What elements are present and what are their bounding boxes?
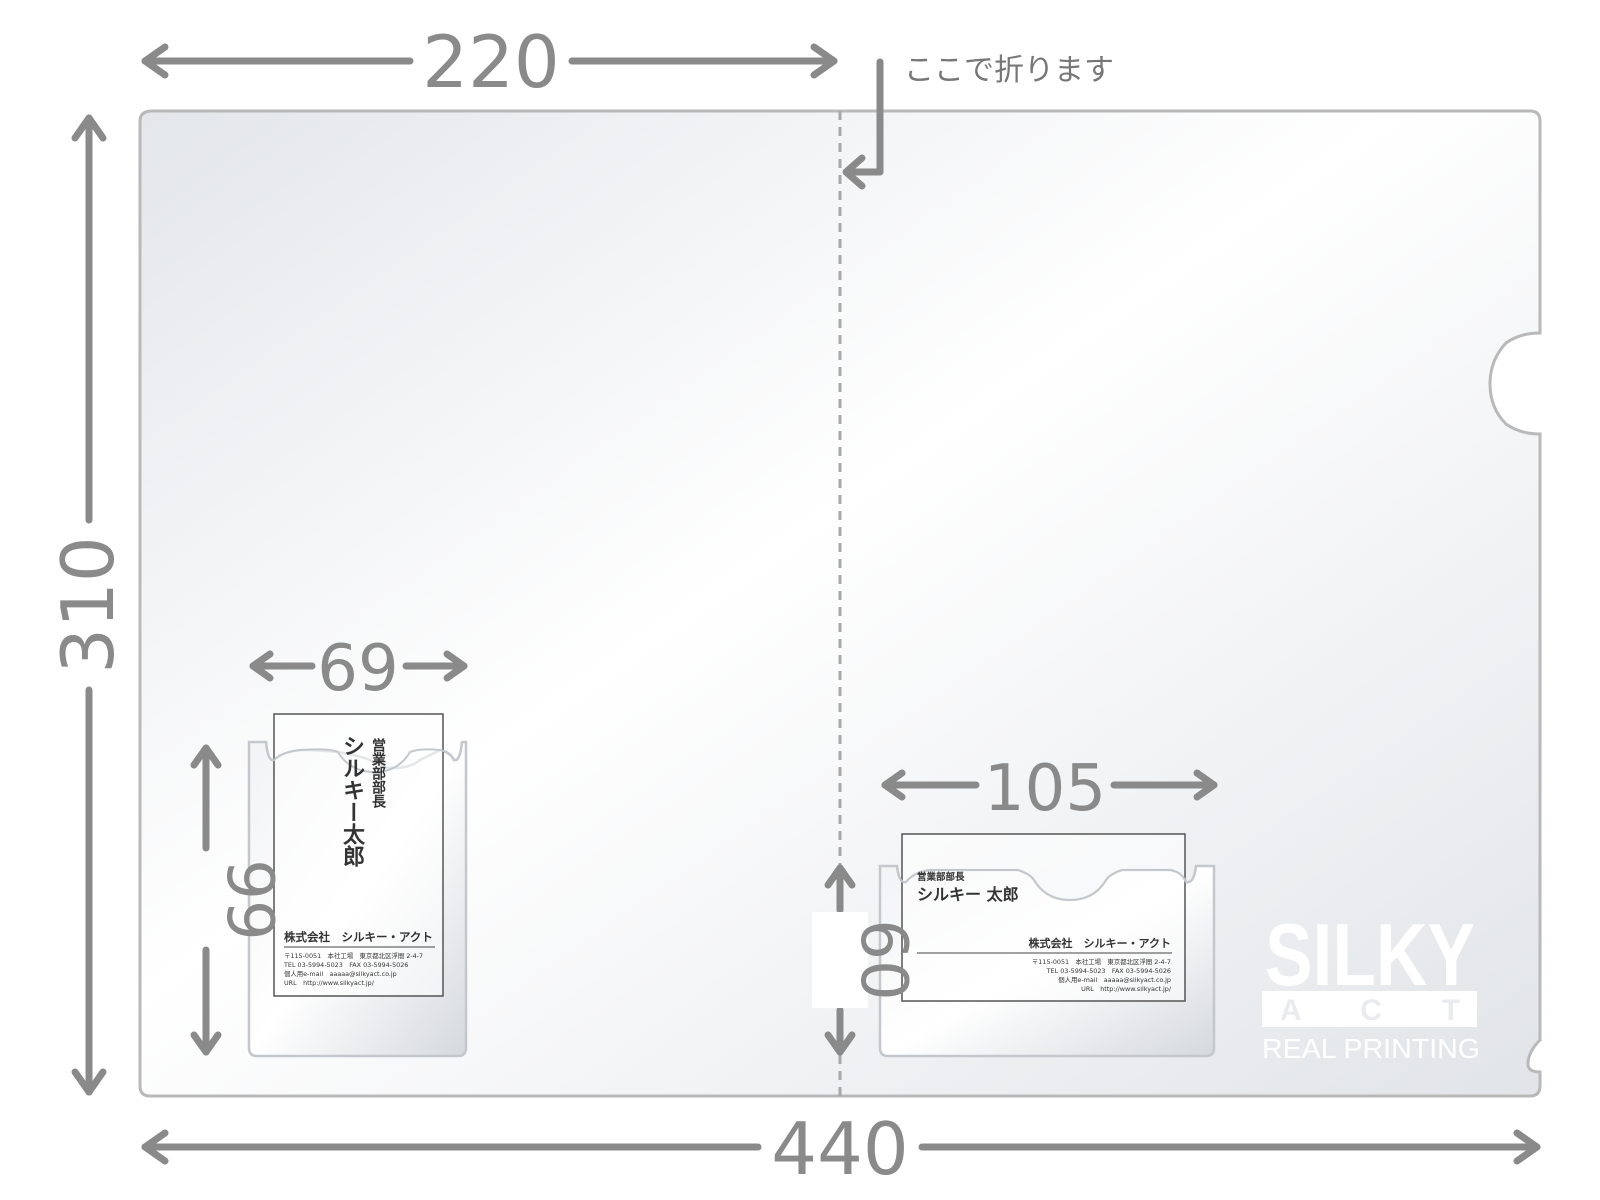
dimension-height bbox=[71, 114, 107, 1096]
logo-word: SILKY bbox=[1265, 905, 1475, 1004]
horizontal-card-name: シルキー 太郎 bbox=[917, 885, 1019, 904]
dimension-right-pocket-width bbox=[881, 769, 1218, 801]
dimension-half-width bbox=[141, 43, 838, 79]
horizontal-card-company: 株式会社 シルキー・アクト bbox=[1029, 936, 1171, 950]
vertical-card-title: 営業部部長 bbox=[370, 737, 387, 809]
logo-bar bbox=[1262, 991, 1477, 1027]
dimension-left-pocket-height-label: 99 bbox=[212, 859, 286, 940]
vertical-card-company: 株式会社 シルキー・アクト bbox=[284, 930, 433, 944]
dimension-right-pocket-height-label: 60 bbox=[846, 919, 920, 1000]
vertical-card-line: 個人用e-mail aaaaa@silkyact.co.jp bbox=[284, 969, 397, 978]
horizontal-pocket-front-edge bbox=[896, 865, 1197, 902]
horizontal-card-line: 〒115-0051 本社工場 東京都北区浮間 2-4-7 bbox=[1032, 957, 1171, 966]
vertical-pocket-front-edge bbox=[265, 741, 463, 774]
vertical-card-line: URL http://www.silkyact.jp/ bbox=[284, 979, 375, 987]
dimension-right-pocket-height bbox=[824, 864, 856, 1056]
dimension-left-pocket-height bbox=[190, 744, 222, 1056]
vertical-business-card bbox=[273, 713, 444, 997]
dimension-half-width-label: 220 bbox=[422, 20, 559, 104]
silky-act-logo: SILKY A C T REAL PRINTING bbox=[1262, 905, 1480, 1064]
vertical-card-name: シルキー太郎 bbox=[339, 735, 365, 867]
fold-note: ここで折ります bbox=[904, 53, 1114, 88]
vertical-card-line: 〒115-0051 本社工場 東京都北区浮間 2-4-7 bbox=[284, 951, 423, 960]
dimension-left-pocket-width-label: 69 bbox=[317, 632, 398, 706]
fold-indicator-arrow bbox=[842, 58, 884, 190]
clear-folder-body bbox=[138, 109, 1542, 1098]
dimension-height-label: 310 bbox=[46, 536, 130, 673]
horizontal-card-line: URL http://www.silkyact.jp/ bbox=[1081, 985, 1172, 993]
dimension-total-width-label: 440 bbox=[771, 1107, 908, 1191]
dimension-right-pocket-height-mask bbox=[812, 912, 868, 1008]
horizontal-business-card bbox=[901, 833, 1186, 1002]
vertical-card-line: TEL 03-5994-5023 FAX 03-5994-5026 bbox=[283, 961, 408, 969]
logo-tagline: REAL PRINTING bbox=[1262, 1033, 1480, 1064]
dimension-left-pocket-width bbox=[249, 650, 468, 682]
dimension-total-width bbox=[141, 1129, 1541, 1165]
horizontal-card-title: 営業部部長 bbox=[917, 871, 965, 883]
horizontal-card-line: TEL 03-5994-5023 FAX 03-5994-5026 bbox=[1046, 967, 1171, 975]
horizontal-card-line: 個人用e-mail aaaaa@silkyact.co.jp bbox=[1058, 975, 1171, 984]
dimension-right-pocket-width-label: 105 bbox=[984, 752, 1106, 826]
